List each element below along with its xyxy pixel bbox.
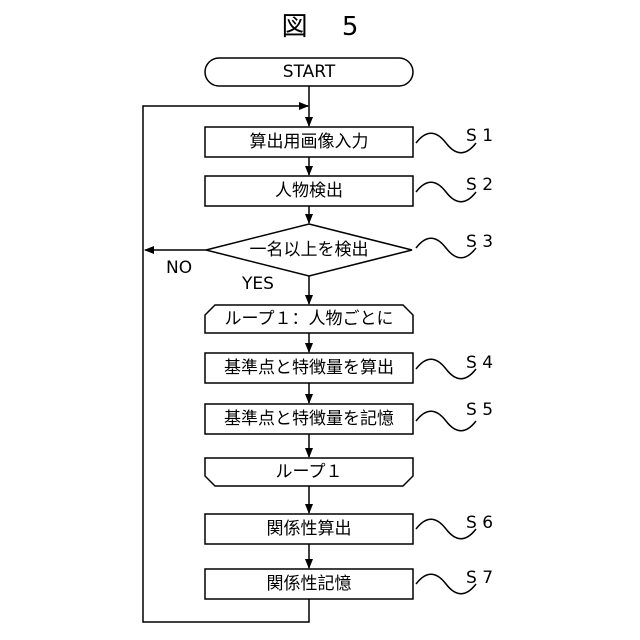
loop-end-label: ループ１ xyxy=(276,462,343,482)
step-s1-label: 算出用画像入力 xyxy=(250,132,369,152)
step-s5-label: 基準点と特徴量を記憶 xyxy=(224,409,394,429)
step-s4-number: S 4 xyxy=(466,353,493,373)
step-s7-number: S 7 xyxy=(466,568,493,588)
step-s3-label: 一名以上を検出 xyxy=(250,240,369,260)
start-label: START xyxy=(283,62,335,82)
step-s7-label: 関係性記憶 xyxy=(267,574,352,594)
loop-start-label: ループ１：人物ごとに xyxy=(225,309,394,329)
branch-no-label: NO xyxy=(166,258,192,278)
step-s6-label: 関係性算出 xyxy=(267,519,352,539)
step-s2-label: 人物検出 xyxy=(275,181,343,201)
branch-yes-label: YES xyxy=(242,274,274,294)
step-s2-number: S 2 xyxy=(466,175,493,195)
step-s5-number: S 5 xyxy=(466,400,493,420)
figure-title: 図 5 xyxy=(0,6,640,43)
step-s1-number: S 1 xyxy=(466,126,493,146)
step-s3-number: S 3 xyxy=(466,232,493,252)
step-s4-label: 基準点と特徴量を算出 xyxy=(224,358,394,378)
step-s6-number: S 6 xyxy=(466,513,493,533)
